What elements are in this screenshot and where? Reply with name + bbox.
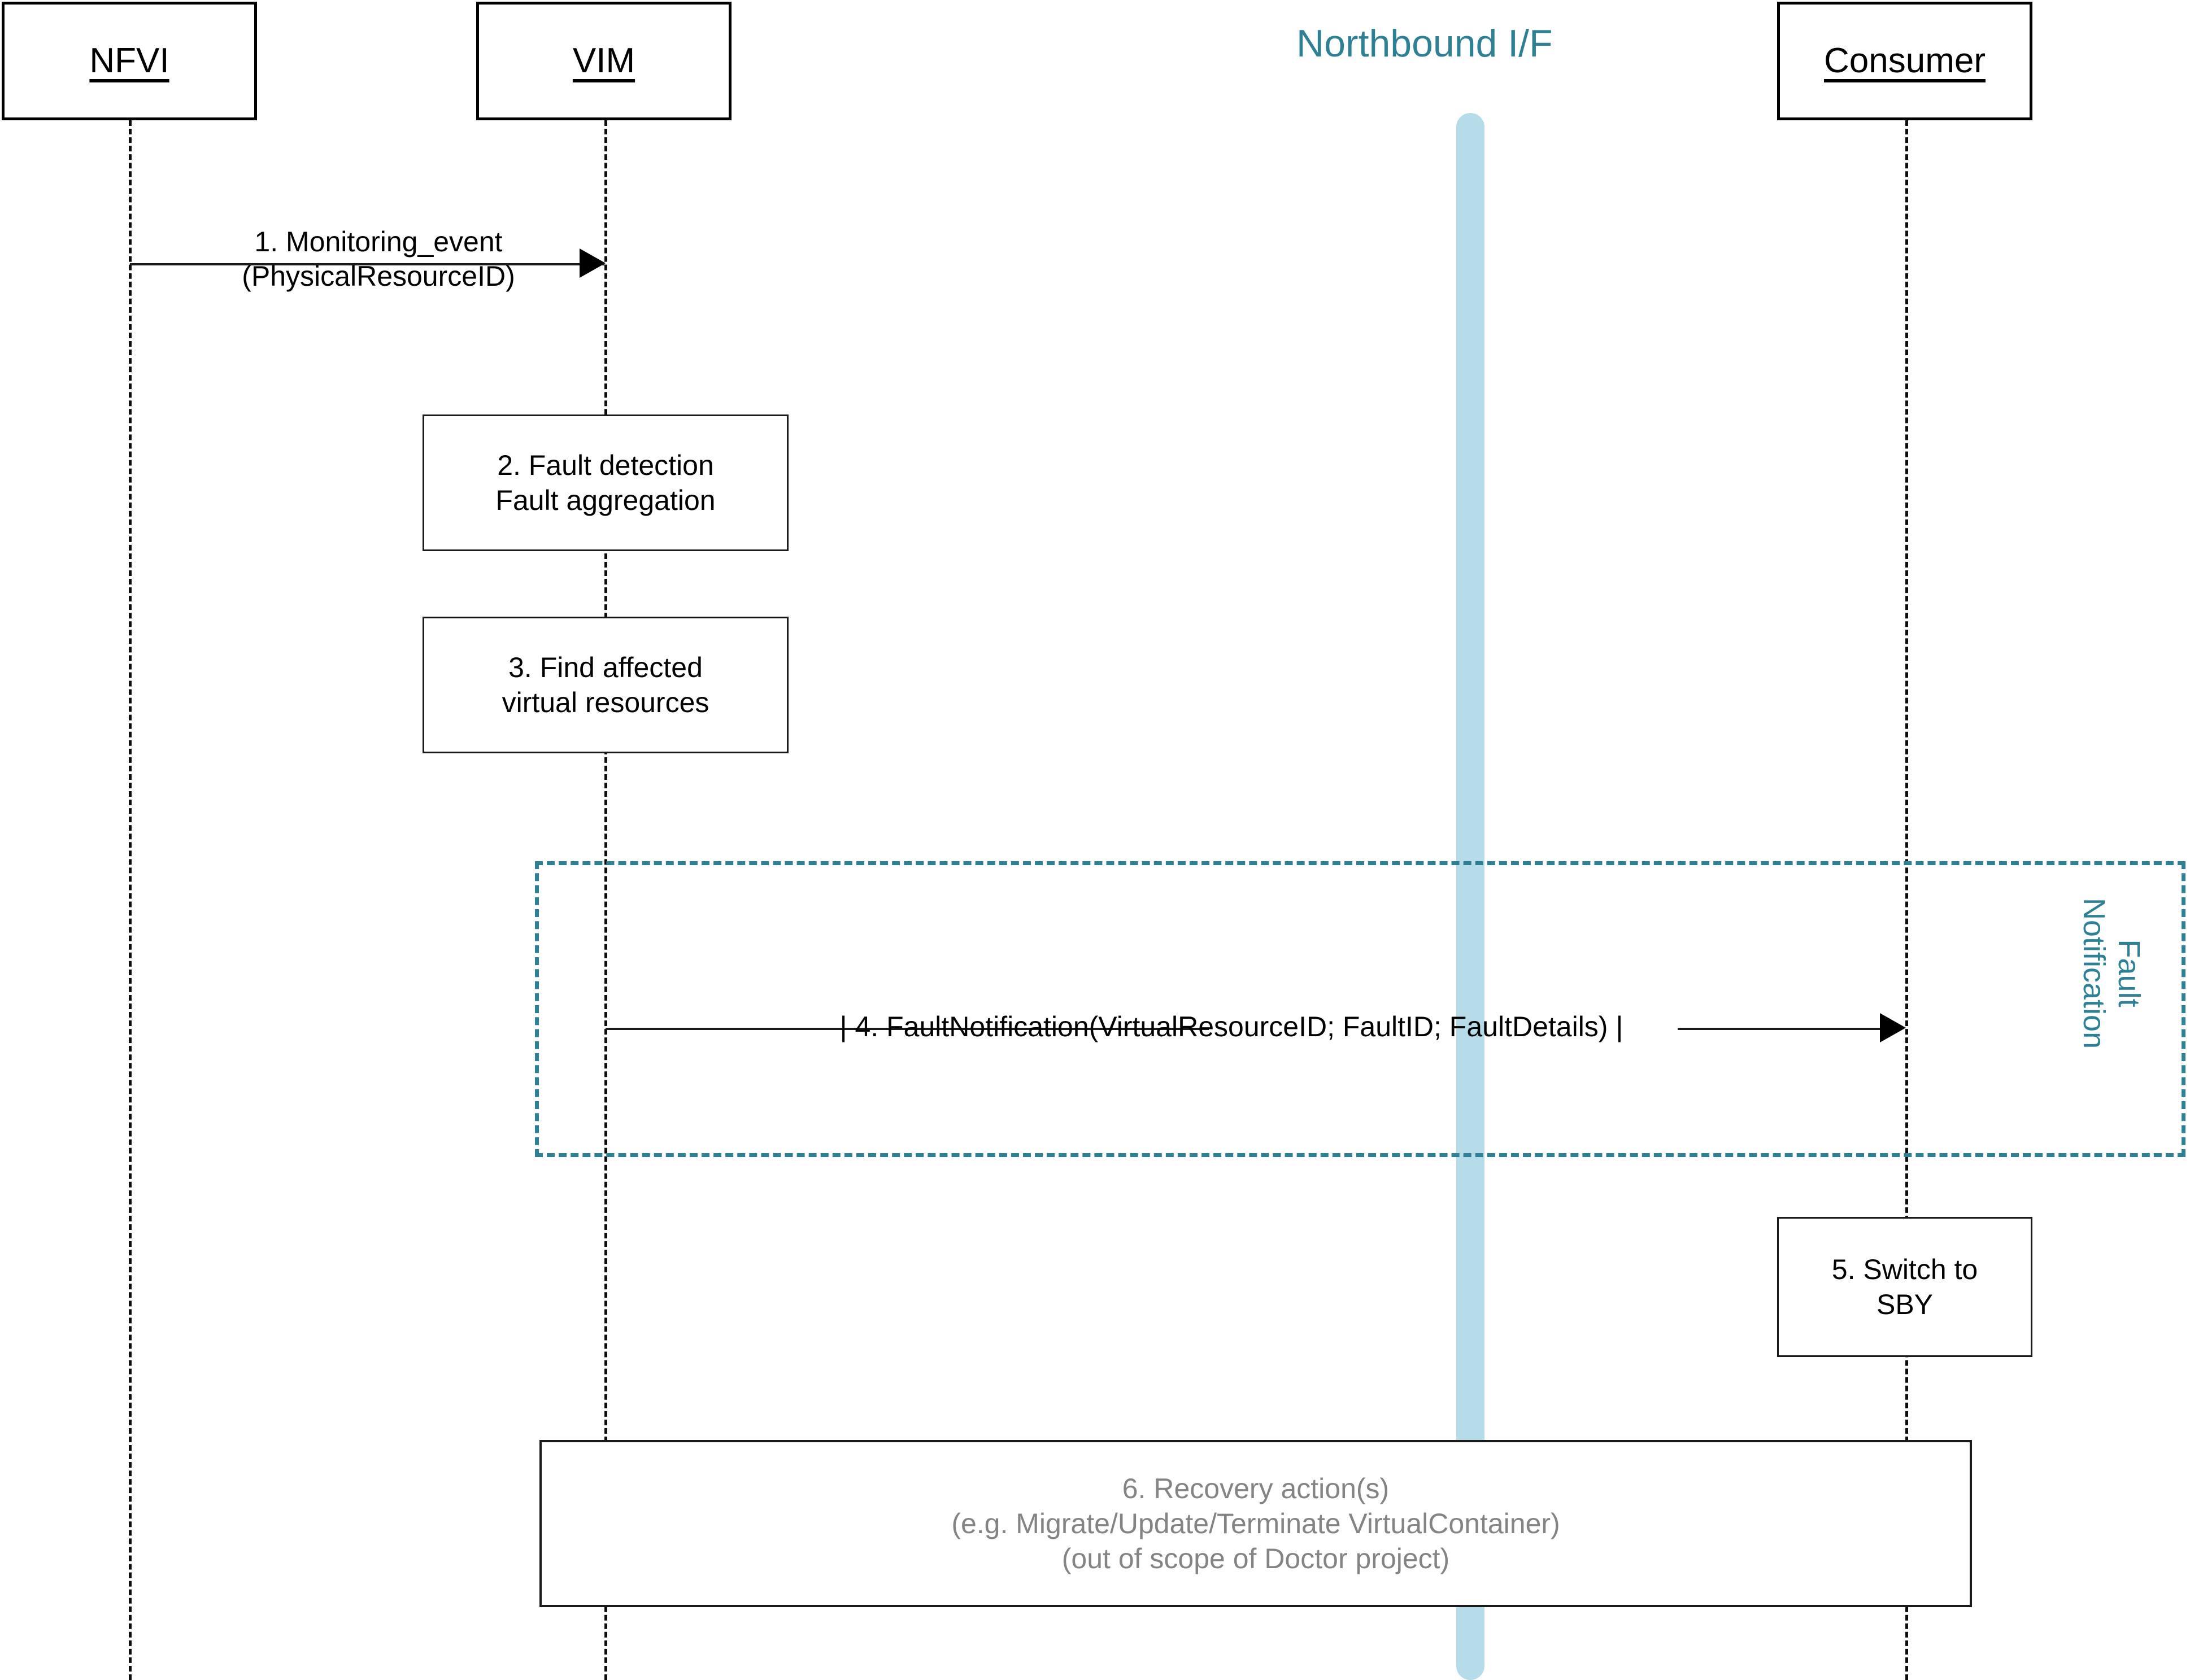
lifeline-vim [604, 120, 607, 1680]
message-1-line [130, 263, 604, 265]
fragment-fault-notification-label: Fault Notification [2076, 898, 2147, 1049]
message-1-label: 1. Monitoring_event (PhysicalResourceID) [203, 225, 554, 294]
participant-nfvi[interactable]: NFVI [2, 2, 257, 120]
participant-vim-label: VIM [572, 41, 635, 80]
message-4-label: | 4. FaultNotification(VirtualResourceID… [785, 1010, 1678, 1044]
participant-consumer[interactable]: Consumer [1777, 2, 2032, 120]
message-4-label-line-1: | 4. FaultNotification(VirtualResourceID… [839, 1011, 1623, 1042]
action-6-line-1: 6. Recovery action(s) [1122, 1473, 1390, 1504]
action-5-line-1: 5. Switch to [1831, 1254, 1978, 1285]
participant-vim[interactable]: VIM [476, 2, 732, 120]
fragment-fault-notification [535, 861, 2185, 1157]
message-4-arrowhead [1880, 1013, 1906, 1042]
action-2-line-2: Fault aggregation [495, 485, 716, 516]
message-1-arrowhead [580, 248, 606, 278]
lifeline-consumer [1905, 120, 1908, 1680]
fragment-label-line-1: Fault [2112, 939, 2146, 1007]
action-5-line-2: SBY [1876, 1289, 1934, 1320]
action-6-line-2: (e.g. Migrate/Update/Terminate VirtualCo… [951, 1508, 1560, 1539]
action-box-find-affected-resources[interactable]: 3. Find affected virtual resources [423, 617, 789, 753]
participant-nfvi-label: NFVI [89, 41, 169, 80]
message-1-label-line-1: 1. Monitoring_event [254, 226, 503, 258]
action-box-recovery-actions[interactable]: 6. Recovery action(s) (e.g. Migrate/Upda… [539, 1440, 1972, 1607]
action-3-line-2: virtual resources [502, 687, 709, 718]
action-2-line-1: 2. Fault detection [497, 450, 714, 481]
action-box-switch-to-sby[interactable]: 5. Switch to SBY [1777, 1217, 2032, 1357]
action-3-line-1: 3. Find affected [508, 652, 703, 683]
message-4-line-left [606, 1028, 1209, 1030]
northbound-interface-bar [1456, 113, 1484, 1680]
action-box-fault-detection[interactable]: 2. Fault detection Fault aggregation [423, 414, 789, 551]
lifeline-nfvi [129, 120, 132, 1680]
message-4-line-right [1678, 1028, 1881, 1030]
participant-consumer-label: Consumer [1824, 41, 1986, 80]
fragment-label-line-2: Notification [2076, 898, 2111, 1049]
action-6-line-3: (out of scope of Doctor project) [1061, 1543, 1450, 1574]
message-1-label-line-2: (PhysicalResourceID) [242, 260, 515, 292]
northbound-interface-title: Northbound I/F [1296, 22, 1553, 65]
